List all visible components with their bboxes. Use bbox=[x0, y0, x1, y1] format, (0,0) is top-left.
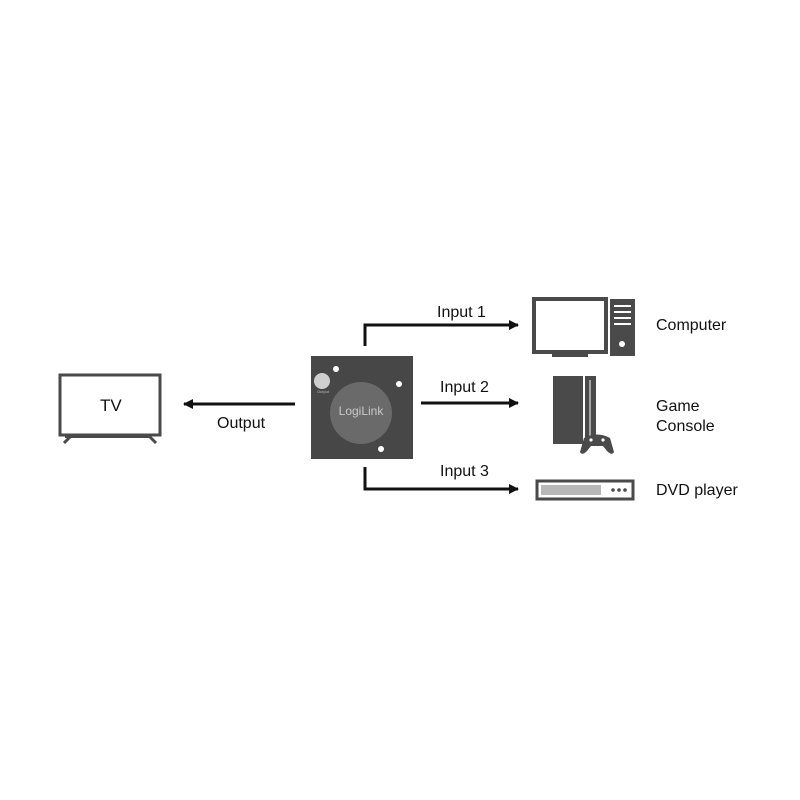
game-console-icon bbox=[553, 376, 596, 444]
switch-brand-logo: LogiLink bbox=[338, 404, 384, 418]
computer-icon bbox=[532, 297, 635, 357]
console-label: Console bbox=[656, 418, 715, 435]
dvd-player-label: DVD player bbox=[656, 482, 738, 499]
computer-label: Computer bbox=[656, 317, 727, 334]
hdmi-switch-icon bbox=[311, 356, 413, 459]
input1-label: Input 1 bbox=[437, 304, 486, 321]
input3-label: Input 3 bbox=[440, 463, 489, 480]
tv-icon bbox=[58, 373, 162, 445]
input1-arrow bbox=[363, 320, 519, 346]
switch-button-label: Output bbox=[317, 389, 330, 394]
input2-label: Input 2 bbox=[440, 379, 489, 396]
output-label: Output bbox=[217, 415, 266, 432]
tv-label: TV bbox=[100, 396, 122, 415]
game-label: Game bbox=[656, 398, 700, 415]
gamepad-icon bbox=[580, 434, 614, 454]
input3-arrow bbox=[363, 467, 519, 494]
dvd-player-icon bbox=[535, 479, 635, 501]
